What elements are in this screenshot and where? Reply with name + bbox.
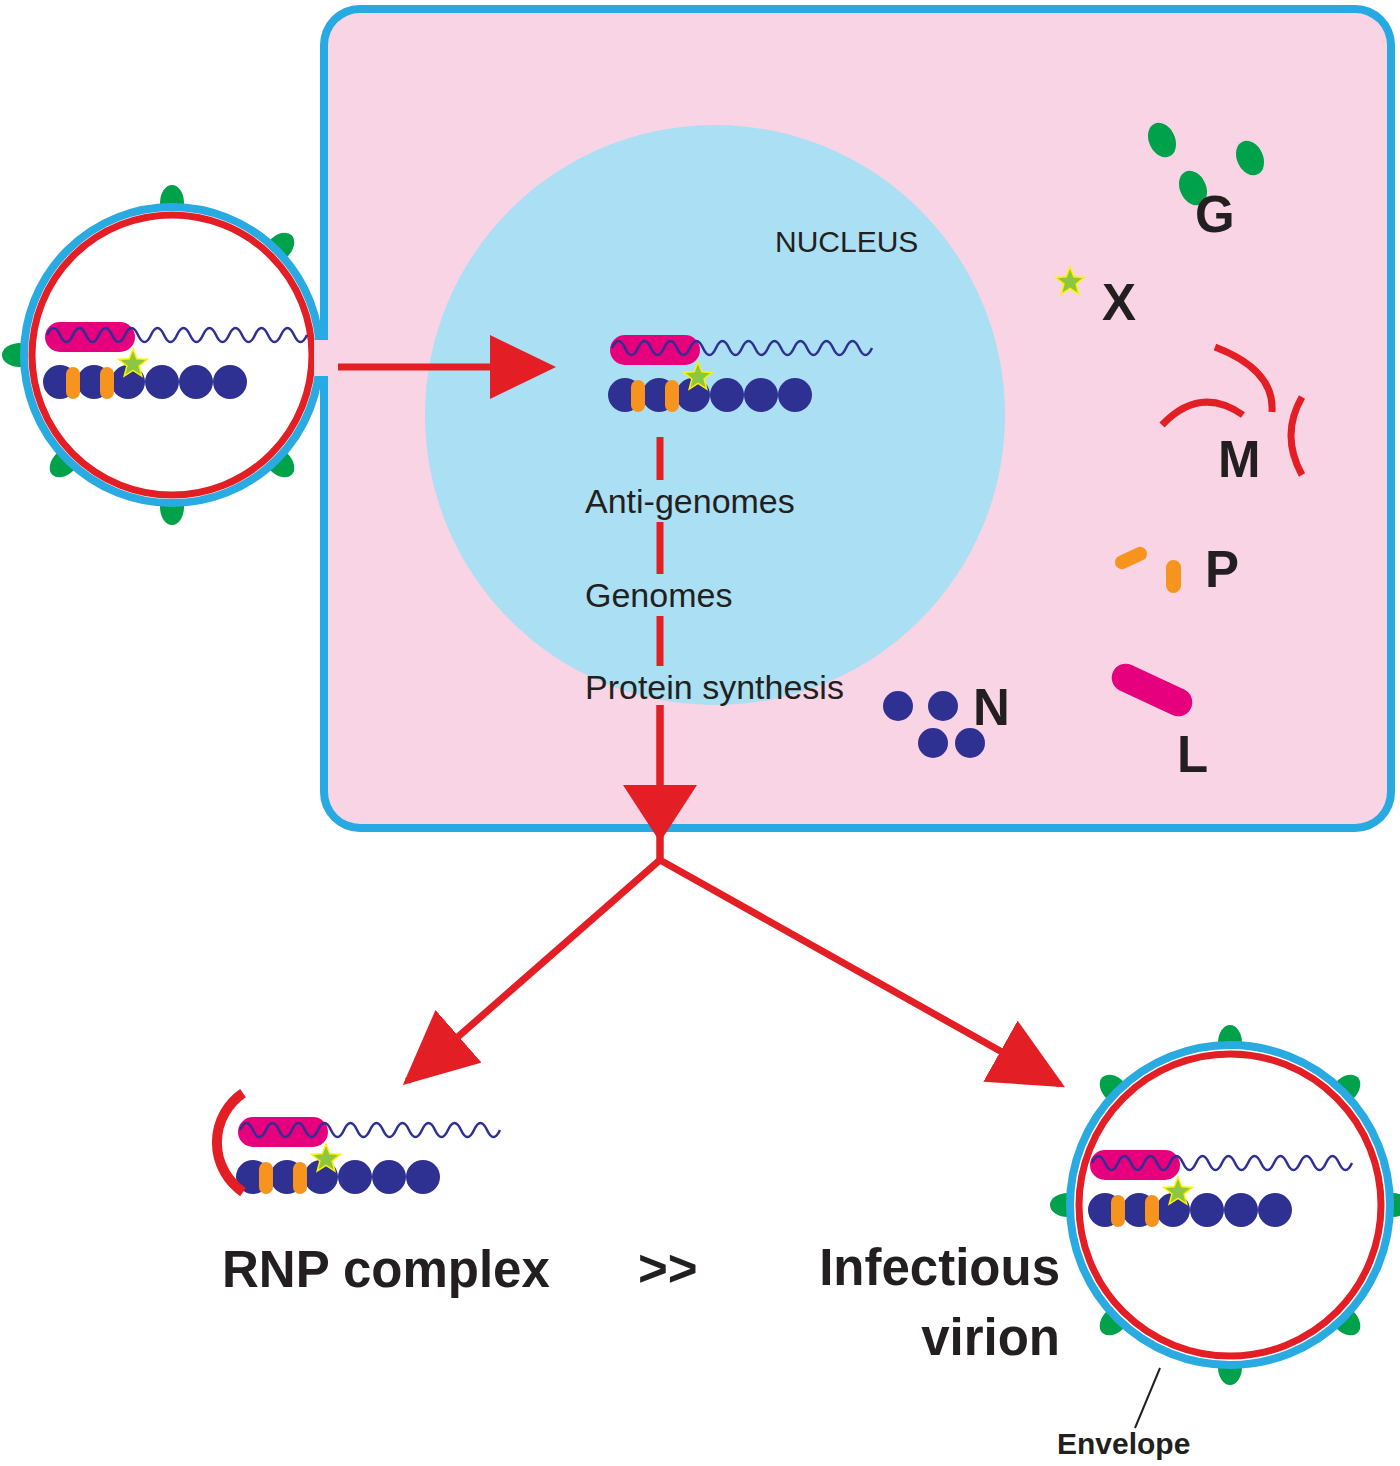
rnp-glyph [1088,1150,1352,1227]
x-protein [1056,267,1085,294]
p-protein-glyphs [1113,544,1181,593]
g-protein [1143,118,1182,162]
product-label: Infectious virion [775,1233,1060,1373]
leader-line [1135,1368,1160,1428]
n-protein-glyphs [883,691,985,758]
nucleus-circle: NUCLEUS Anti-genomesGenomes [425,125,1005,705]
rnp-complex-illustration [217,1093,500,1194]
dash-segment [657,522,664,574]
l-protein [1107,659,1197,721]
product-label: RNP complex [222,1244,550,1295]
entry-gap [314,340,340,376]
rnp-glyph [43,322,307,399]
n-protein [928,691,958,721]
p-protein [1166,560,1181,593]
n-protein [918,728,948,758]
entry-arrow [338,364,495,371]
m-protein [1215,347,1272,412]
g-protein [1174,166,1213,210]
m-protein [1291,397,1302,475]
infectious-virion-illustration [1050,1025,1400,1428]
flow-arrow [660,705,1060,1084]
flow-arrow [407,705,660,1081]
entry-arrowhead [490,335,556,399]
matrix-ring [32,215,312,495]
matrix-fragment [217,1093,243,1192]
comparison-sign: >> [638,1243,698,1294]
trunk-arrowhead [623,785,697,842]
part-callout: Envelope [1057,1429,1190,1459]
matrix-ring [1079,1054,1381,1356]
n-protein [955,728,985,758]
p-protein [1113,544,1150,571]
dash-segment [657,616,664,666]
replication-trunk [657,437,664,666]
envelope-ring [24,207,320,503]
envelope-ring [1070,1045,1390,1365]
rnp-glyph [608,335,872,412]
m-protein-glyphs [1162,347,1302,475]
step-label: Anti-genomes [585,484,795,518]
entering-virion [2,185,556,525]
organelle-label: NUCLEUS [775,227,918,257]
dash-segment [657,437,664,480]
step-label: Protein synthesis [585,670,844,704]
step-label: Genomes [585,578,732,612]
g-protein-glyphs [1143,118,1270,210]
g-protein [1231,136,1270,180]
n-protein [883,691,913,721]
rnp-glyph [236,1117,500,1194]
cell-box: Protein synthesis NUCLEUS Anti-genomesGeno… [320,5,1395,832]
m-protein [1162,402,1243,425]
